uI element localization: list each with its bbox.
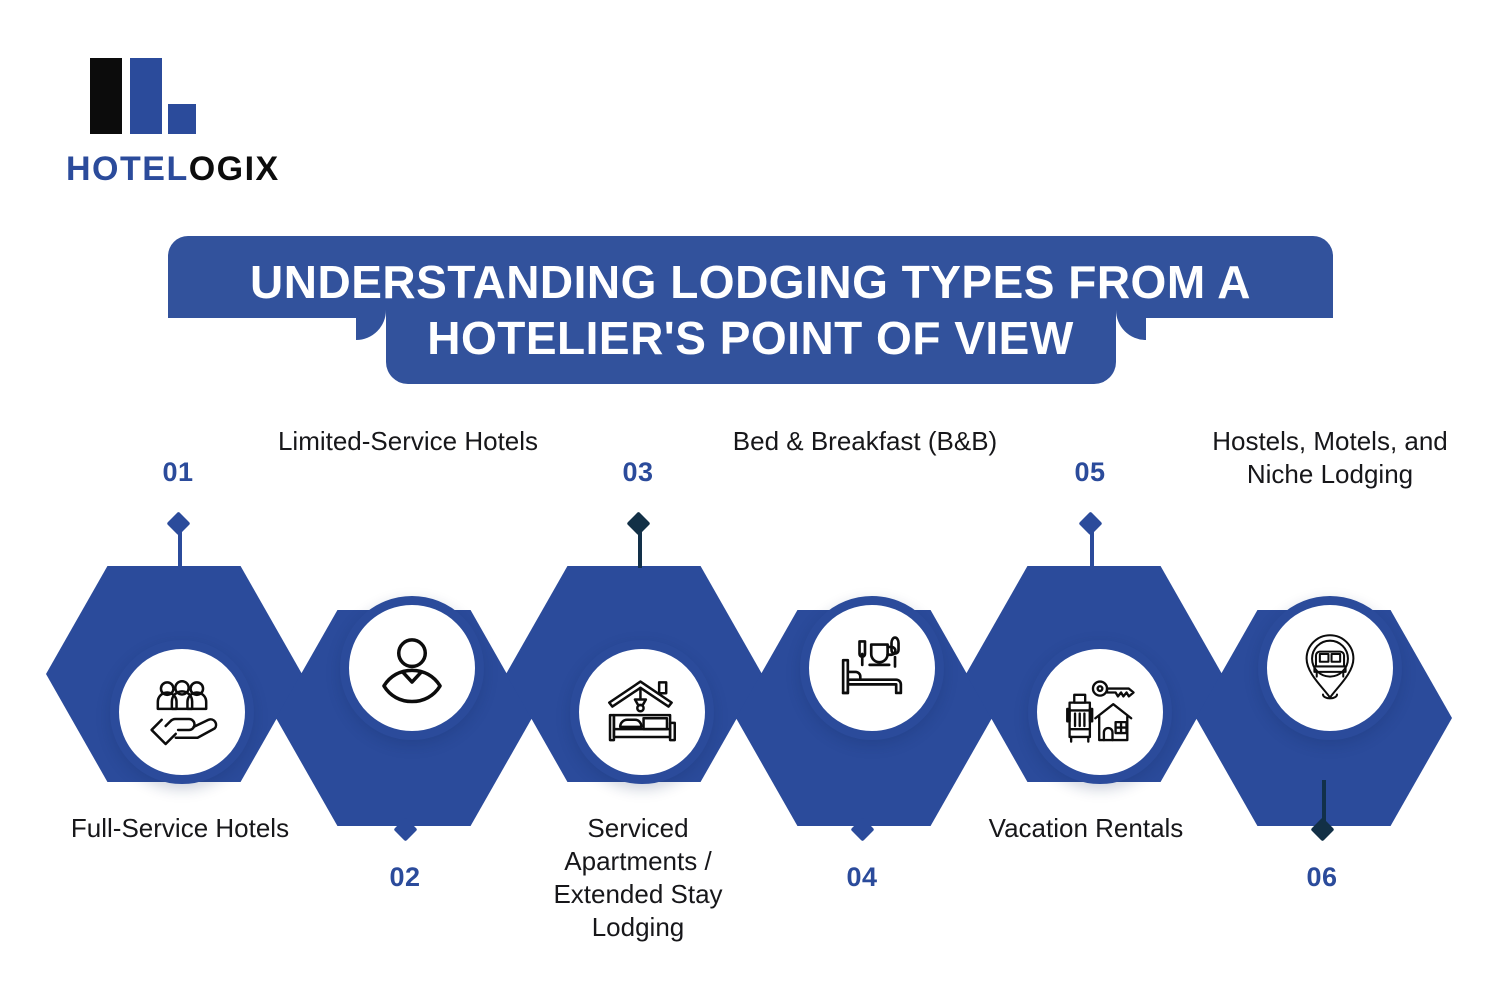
step-number-6: 06 xyxy=(1306,862,1338,892)
step-label-1: Full-Service Hotels xyxy=(70,813,290,843)
page-title-line1: UNDERSTANDING LODGING TYPES FROM A xyxy=(250,255,1251,308)
step-number-2: 02 xyxy=(389,862,421,892)
connector-diamond-3 xyxy=(626,511,651,536)
icon-circle-step-3[interactable] xyxy=(570,640,714,784)
step-label-3: Serviced Apartments / Extended Stay Lodg… xyxy=(553,813,723,943)
icon-circle-step-2[interactable] xyxy=(340,596,484,740)
banner-notch-left xyxy=(356,310,386,340)
connector-stem-2 xyxy=(405,780,409,828)
connector-stem-6 xyxy=(1322,780,1326,828)
person-avatar-icon xyxy=(382,638,442,704)
bed-coffee-cutlery-icon xyxy=(841,636,903,695)
house-roof-bed-icon xyxy=(607,680,677,742)
hotelogix-logo[interactable]: HOTELOGIX xyxy=(64,56,324,196)
icon-circle-step-6[interactable] xyxy=(1258,596,1402,740)
banner-tier-top xyxy=(168,236,1333,318)
map-pin-bed-icon xyxy=(1305,634,1355,700)
banner-tier-bottom xyxy=(386,310,1116,384)
icon-circle-step-5[interactable] xyxy=(1028,640,1172,784)
banner-notch-right xyxy=(1116,310,1146,340)
page-title: UNDERSTANDING LODGING TYPES FROM A HOTEL… xyxy=(168,236,1333,384)
connector-stem-3 xyxy=(638,520,642,568)
step-label-5: Vacation Rentals xyxy=(988,813,1184,843)
step-number-3: 03 xyxy=(622,457,654,487)
logo-wordmark: HOTELOGIX xyxy=(66,152,280,186)
step-number-5: 05 xyxy=(1074,457,1106,487)
step-label-6: Hostels, Motels, and Niche Lodging xyxy=(1212,426,1448,490)
logo-text-secondary: OGIX xyxy=(188,150,280,188)
suitcase-key-house-icon xyxy=(1066,680,1135,743)
hand-holding-people-icon xyxy=(150,679,218,746)
step-label-4: Bed & Breakfast (B&B) xyxy=(732,426,998,456)
step-label-2: Limited-Service Hotels xyxy=(277,426,539,456)
step-number-4: 04 xyxy=(846,862,878,892)
title-banner: UNDERSTANDING LODGING TYPES FROM A HOTEL… xyxy=(168,236,1333,384)
bar-chart-logo-icon xyxy=(90,58,196,134)
icon-circle-step-4[interactable] xyxy=(800,596,944,740)
connector-stem-4 xyxy=(862,780,866,828)
icon-circle-step-1[interactable] xyxy=(110,640,254,784)
connector-stem-1 xyxy=(178,520,182,568)
page-title-line2: HOTELIER'S POINT OF VIEW xyxy=(427,312,1074,364)
logo-text-primary: HOTEL xyxy=(66,150,189,188)
connector-stem-5 xyxy=(1090,520,1094,568)
connector-diamond-5 xyxy=(1078,511,1103,536)
connector-diamond-1 xyxy=(166,511,191,536)
step-number-1: 01 xyxy=(162,457,194,487)
